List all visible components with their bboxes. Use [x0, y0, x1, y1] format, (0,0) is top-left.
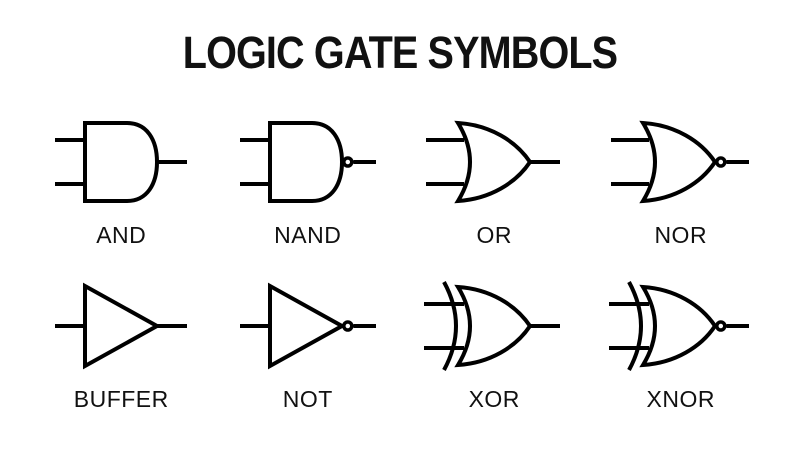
gate-label-or: OR [476, 222, 512, 248]
nor-gate-icon [610, 120, 749, 204]
gate-label-and: AND [96, 222, 147, 248]
xnor-gate-icon [608, 281, 749, 371]
page-title: LOGIC GATE SYMBOLS [182, 27, 618, 78]
gate-label-nor: NOR [654, 222, 708, 248]
gate-cell-xnor: XNOR [588, 276, 775, 411]
xor-gate-icon [424, 281, 561, 371]
gate-cell-nor: NOR [588, 112, 775, 247]
gate-cell-not: NOT [215, 276, 402, 411]
not-gate-icon [239, 282, 376, 370]
gate-label-not: NOT [282, 386, 333, 412]
gate-cell-xor: XOR [401, 276, 588, 411]
buffer-gate-icon [55, 282, 188, 370]
gate-label-xnor: XNOR [646, 386, 715, 412]
gate-cell-and: AND [28, 112, 215, 247]
gate-grid: AND NAND OR [28, 112, 774, 411]
gate-cell-or: OR [401, 112, 588, 247]
or-gate-icon [426, 120, 561, 204]
gate-cell-nand: NAND [215, 112, 402, 247]
nand-gate-icon [239, 121, 376, 203]
logic-gate-symbols-page: LOGIC GATE SYMBOLS AND NAND [0, 30, 800, 450]
gate-label-buffer: BUFFER [73, 386, 169, 412]
gate-label-xor: XOR [468, 386, 520, 412]
gate-label-nand: NAND [274, 222, 342, 248]
gate-cell-buffer: BUFFER [28, 276, 215, 411]
and-gate-icon [55, 121, 188, 203]
